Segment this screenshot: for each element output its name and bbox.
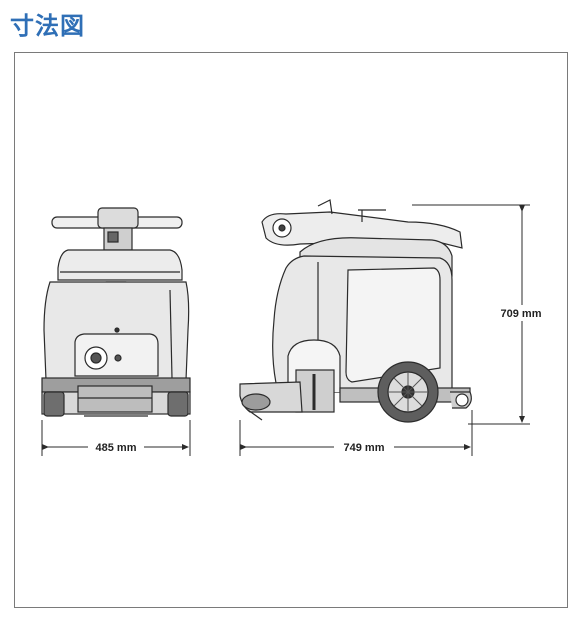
side-length-label: 749 mm	[344, 442, 385, 454]
diagram-frame	[14, 52, 568, 608]
page-title: 寸法図	[10, 12, 85, 40]
front-view	[41, 207, 191, 417]
front-width-label: 485 mm	[96, 442, 137, 454]
height-label: 709 mm	[501, 308, 542, 320]
side-view	[239, 199, 472, 423]
